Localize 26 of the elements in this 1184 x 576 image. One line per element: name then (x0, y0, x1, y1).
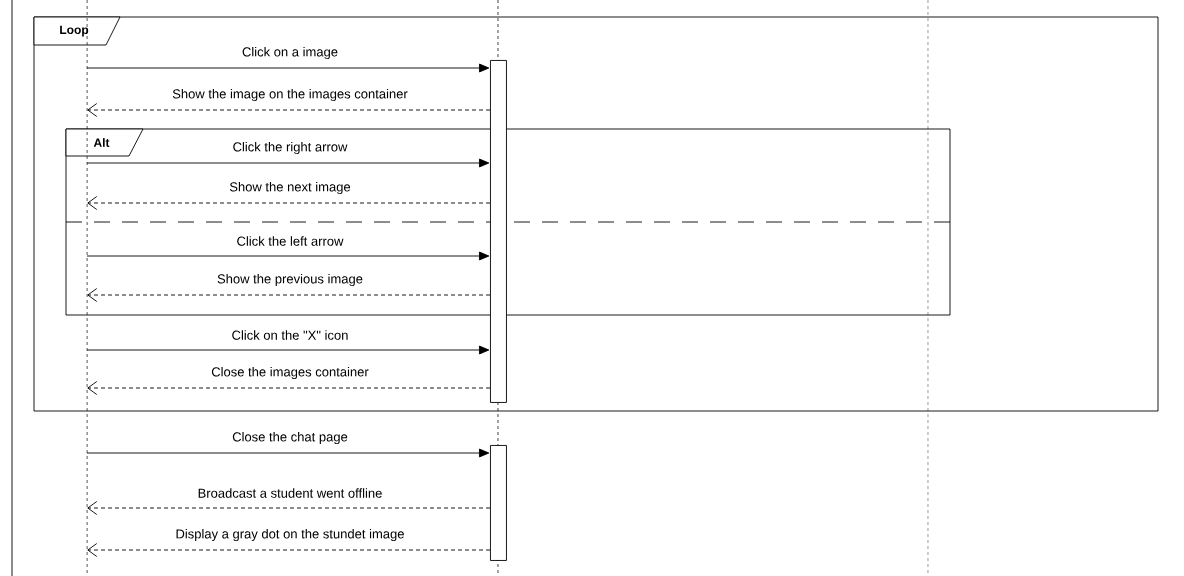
activation-bar (490, 445, 507, 561)
message-arrow (87, 381, 491, 395)
edge-label: Click the right arrow (233, 141, 348, 155)
message-arrow (86, 251, 490, 261)
edge-label: Show the previous image (217, 273, 363, 287)
edge-label: Show the image on the images container (172, 88, 408, 102)
edge-label: Click the left arrow (237, 236, 344, 246)
message-arrow (86, 448, 490, 458)
activation-bar (490, 60, 507, 403)
edge-label: Show the next image (229, 181, 351, 195)
message-arrow (87, 103, 491, 117)
message-arrow (87, 501, 491, 515)
message-arrow (86, 63, 490, 73)
message-arrow (87, 196, 491, 210)
edge-label: Click on the "X" icon (232, 330, 348, 340)
edge-label: Close the chat page (232, 431, 348, 445)
fragment-tab: Alt (65, 128, 144, 157)
message-arrow (86, 345, 490, 355)
message-arrow (87, 543, 491, 557)
message-arrow (87, 288, 491, 302)
edge-label: Click on a image (242, 46, 338, 60)
edge-label: Display a gray dot on the stundet image (176, 528, 404, 542)
message-arrow (86, 158, 490, 168)
edge-label: Close the images container (211, 366, 369, 380)
edge-label: Broadcast a student went offline (198, 488, 382, 498)
lifeline (86, 0, 88, 576)
